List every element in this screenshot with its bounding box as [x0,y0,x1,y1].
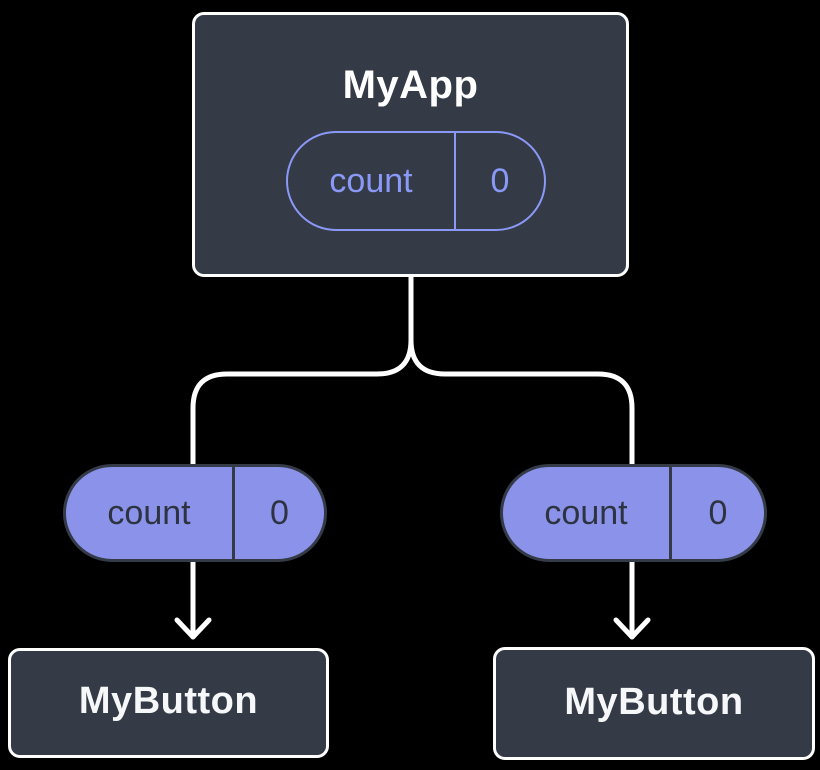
arrow-down-right-icon [613,552,651,640]
prop-pill-right-value: 0 [708,493,728,532]
prop-pill-right: count 0 [500,464,767,562]
prop-pill-right-label: count [544,493,628,532]
state-pill: count 0 [286,131,546,231]
fork-connector-left-branch [190,265,414,475]
fork-connector-right-branch [408,265,635,475]
myapp-node-title: MyApp [342,63,479,107]
myapp-node: MyApp count 0 [192,12,629,277]
prop-pill-left-value: 0 [270,493,289,532]
prop-pill-left-label: count [107,493,191,532]
mybutton-node-right-title: MyButton [564,680,744,723]
mybutton-node-right: MyButton [493,647,815,760]
pill-divider [669,467,672,559]
prop-pill-left: count 0 [63,464,327,562]
mybutton-node-left: MyButton [8,648,329,758]
pill-divider [454,133,456,229]
pill-divider [232,467,235,559]
state-pill-label: count [329,161,413,200]
arrow-down-left-icon [174,552,212,640]
state-pill-value: 0 [490,161,510,200]
mybutton-node-left-title: MyButton [78,679,259,722]
